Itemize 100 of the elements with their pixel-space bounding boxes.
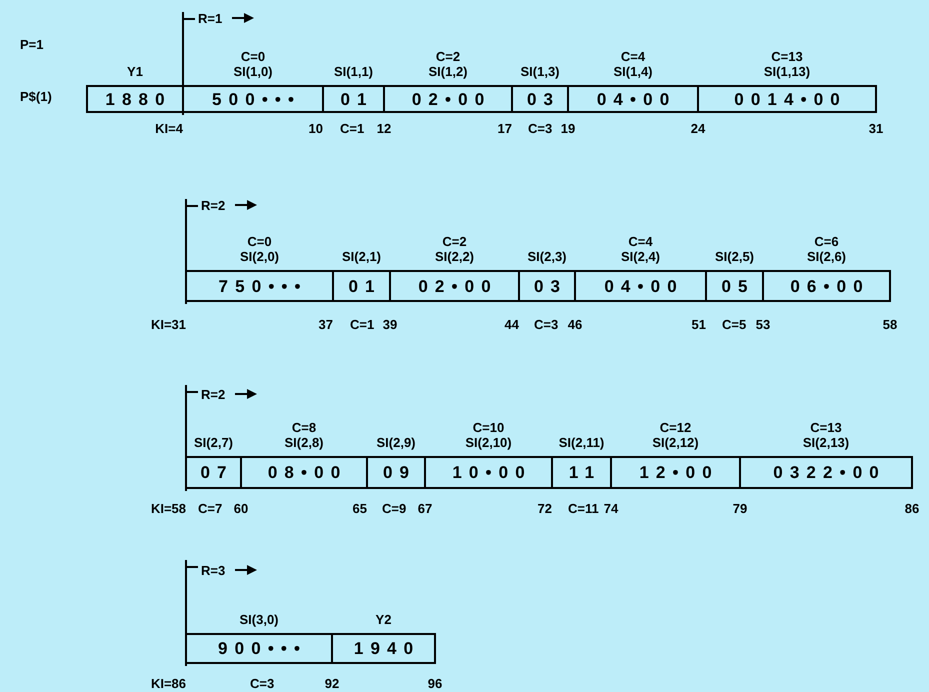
field-value: 06•00 [789, 278, 870, 294]
field-header: SI(2,1) [342, 249, 381, 264]
position-label: 79 [732, 502, 748, 515]
position-label: C=3 [528, 122, 552, 135]
position-label: 17 [498, 122, 512, 135]
field-header: C=4 [628, 234, 653, 249]
field-value: 07 [199, 464, 234, 481]
field-header: SI(2,5) [714, 249, 754, 264]
position-label: KI=31 [150, 318, 186, 331]
field-header: SI(2,9) [376, 435, 416, 450]
field-value: 04•00 [603, 278, 684, 294]
position-label: 51 [692, 318, 706, 331]
data-field-cell [697, 85, 877, 113]
field-value: 1940 [352, 640, 420, 657]
field-header: SI(2,6) [806, 249, 846, 264]
field-header: C=12 [660, 420, 692, 435]
field-header: C=13 [771, 49, 803, 64]
data-field-cell [574, 270, 707, 302]
field-header: C=10 [472, 420, 504, 435]
field-header: Y1 [127, 64, 143, 79]
data-field-cell [518, 270, 576, 302]
field-value: 01 [347, 278, 382, 294]
field-header: SI(2,2) [434, 249, 474, 264]
field-header: SI(3,0) [239, 612, 278, 627]
field-header: SI(2,7) [194, 435, 233, 450]
data-field-cell [331, 633, 436, 664]
field-header: Y2 [376, 612, 392, 627]
field-value: 04•00 [596, 90, 676, 108]
position-label: KI=4 [155, 122, 183, 135]
field-header: C=2 [442, 234, 467, 249]
field-header: SI(1,1) [334, 64, 373, 79]
field-value: 12•00 [638, 464, 719, 481]
data-field-cell [86, 85, 184, 113]
position-label: 19 [560, 122, 576, 135]
field-value: 0322•00 [772, 464, 886, 481]
row-label: R=2 [201, 388, 226, 401]
field-value: 750••• [218, 278, 308, 294]
field-header: SI(1,4) [613, 64, 652, 79]
position-label: 10 [308, 122, 323, 135]
field-value: 03 [532, 278, 568, 294]
field-header: C=4 [620, 49, 646, 64]
data-field-cell [705, 270, 764, 302]
position-label: 37 [318, 318, 333, 331]
data-field-cell [322, 85, 385, 113]
position-label: C=7 [198, 502, 222, 515]
position-label: 92 [324, 677, 340, 690]
field-value: 0014•00 [733, 90, 847, 108]
position-label: 44 [504, 318, 519, 331]
row-label: R=3 [201, 564, 226, 577]
field-header: C=0 [247, 234, 272, 249]
position-label: 96 [428, 677, 442, 690]
field-header: SI(1,13) [764, 64, 810, 79]
field-value: 500••• [211, 90, 302, 108]
field-value: 01 [339, 90, 374, 108]
position-label: P$(1) [20, 90, 52, 103]
data-field-cell [739, 456, 913, 489]
field-header: SI(2,13) [802, 435, 850, 450]
position-label: 31 [868, 122, 884, 135]
field-value: 08•00 [266, 464, 348, 481]
data-field-cell [389, 270, 520, 302]
position-label: P=1 [20, 38, 44, 51]
row-label: R=1 [198, 12, 222, 25]
field-header: SI(2,8) [284, 435, 324, 450]
field-header: C=6 [814, 234, 839, 249]
position-label: KI=58 [150, 502, 186, 515]
field-value: 11 [568, 464, 602, 481]
position-label: 39 [382, 318, 398, 331]
field-header: SI(2,3) [527, 249, 566, 264]
data-field-cell [762, 270, 891, 302]
position-label: 60 [234, 502, 248, 515]
position-label: 74 [604, 502, 618, 515]
position-label: 46 [568, 318, 582, 331]
data-field-cell [185, 456, 242, 489]
field-header: SI(2,0) [240, 249, 279, 264]
position-label: 86 [904, 502, 920, 515]
position-label: 24 [690, 122, 706, 135]
data-field-cell [182, 85, 324, 113]
field-value: 05 [720, 278, 755, 294]
field-header: SI(1,0) [233, 64, 272, 79]
data-field-cell [240, 456, 368, 489]
field-header: C=13 [810, 420, 842, 435]
data-field-cell [185, 633, 333, 664]
field-header: C=2 [436, 49, 460, 64]
field-header: C=8 [292, 420, 316, 435]
position-label: C=1 [340, 122, 364, 135]
position-label: C=11 [568, 502, 599, 515]
data-field-cell [511, 85, 569, 113]
field-value: 02•00 [410, 90, 492, 108]
data-field-cell [567, 85, 699, 113]
position-label: C=3 [534, 318, 558, 331]
field-value: 1880 [104, 90, 172, 108]
field-header: SI(2,12) [652, 435, 699, 450]
field-header: SI(1,2) [428, 64, 468, 79]
row-label: R=2 [201, 199, 226, 212]
field-value: 03 [526, 90, 560, 108]
position-label: 72 [538, 502, 552, 515]
position-label: KI=86 [150, 677, 186, 690]
field-header: C=0 [240, 49, 266, 64]
data-field-cell [424, 456, 553, 489]
field-header: SI(2,11) [558, 435, 604, 450]
